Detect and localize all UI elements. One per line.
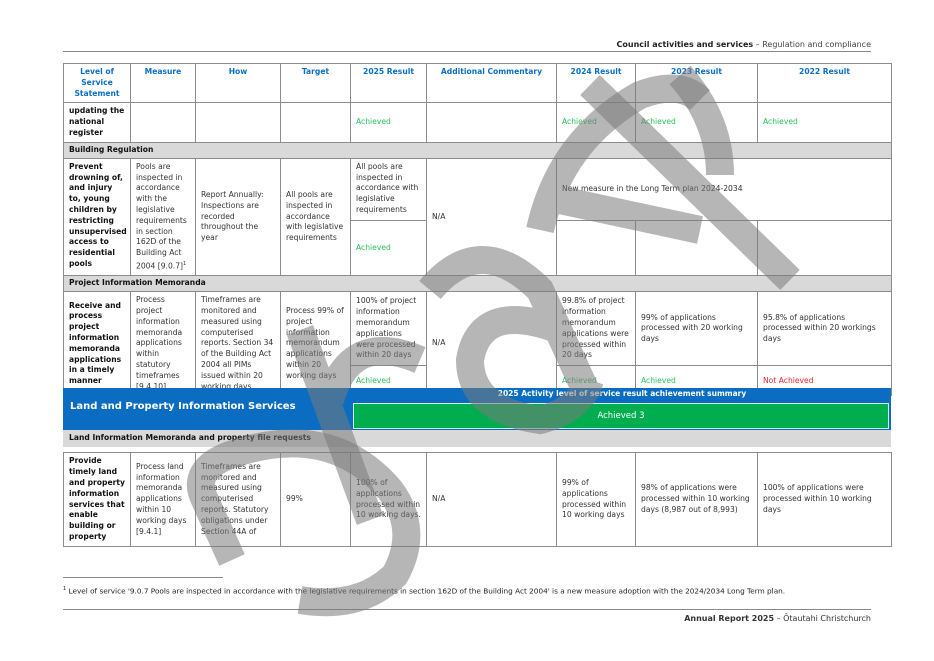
- table-row-lim: Provide timely land and property informa…: [63, 452, 892, 547]
- col-header-how: How: [195, 62, 281, 104]
- section-row-building-regulation: Building Regulation: [63, 141, 892, 159]
- col-header-target: Target: [280, 62, 351, 104]
- result-2023-status: [635, 219, 758, 277]
- page-footer-subtitle: Ōtautahi Christchurch: [783, 614, 871, 623]
- result-2024-status: Achieved: [556, 102, 636, 143]
- commentary-cell: N/A: [426, 157, 557, 277]
- page-header: Council activities and services – Regula…: [617, 40, 871, 49]
- measure-cell: Process land information memoranda appli…: [130, 452, 196, 547]
- result-2022-text: 100% of applications were processed with…: [757, 452, 892, 547]
- result-2025-text: 100% of applications processed within 10…: [350, 452, 427, 547]
- measure-cell: [130, 102, 196, 143]
- col-header-measure: Measure: [130, 62, 196, 104]
- commentary-cell: [426, 102, 557, 143]
- page-footer: Annual Report 2025 – Ōtautahi Christchur…: [684, 614, 871, 623]
- col-header-2022-result: 2022 Result: [757, 62, 892, 104]
- section-title: Land Information Memoranda and property …: [69, 433, 311, 442]
- how-cell: Timeframes are monitored and measured us…: [195, 452, 281, 547]
- footnote-text: Level of service '9.0.7 Pools are inspec…: [68, 586, 786, 596]
- statement-cell: Prevent drowning of, and injury to, youn…: [63, 157, 131, 277]
- result-2022-status: [757, 219, 892, 277]
- statement-cell: Provide timely land and property informa…: [63, 452, 131, 547]
- result-2025-status: Achieved: [350, 219, 427, 277]
- activity-summary-band: Land and Property Information Services 2…: [63, 388, 891, 430]
- section-row-pim: Project Information Memoranda: [63, 275, 892, 293]
- page-header-subtitle: Regulation and compliance: [762, 40, 871, 49]
- target-cell: 99%: [280, 452, 351, 547]
- summary-title: 2025 Activity level of service result ac…: [497, 389, 747, 398]
- header-divider: [63, 51, 871, 52]
- footer-divider: [63, 609, 871, 610]
- section-title: Building Regulation: [63, 141, 892, 159]
- col-header-2025-result: 2025 Result: [350, 62, 427, 104]
- table-header-row: Level of Service Statement Measure How T…: [63, 62, 892, 104]
- result-2023-text: 99% of applications processed with 20 wo…: [635, 291, 758, 367]
- prior-years-note: New measure in the Long Term plan 2024-2…: [556, 157, 892, 221]
- how-cell: Timeframes are monitored and measured us…: [195, 291, 281, 397]
- result-2025-text: 100% of project information memorandum a…: [350, 291, 427, 367]
- page-header-title: Council activities and services: [616, 40, 754, 49]
- col-header-2023-result: 2023 Result: [635, 62, 758, 104]
- footnote-divider: [63, 577, 223, 578]
- how-cell: [195, 102, 281, 143]
- result-2024-text: 99.8% of project information memorandum …: [556, 291, 636, 367]
- table-row-pools: Prevent drowning of, and injury to, youn…: [63, 157, 892, 277]
- result-2022-status: Achieved: [757, 102, 892, 143]
- table-row-continued: updating the national register Achieved …: [63, 102, 892, 143]
- page-footer-separator: –: [774, 614, 784, 623]
- col-header-2024-result: 2024 Result: [556, 62, 636, 104]
- col-header-statement: Level of Service Statement: [63, 62, 131, 104]
- footnote: 1 Level of service '9.0.7 Pools are insp…: [63, 586, 785, 595]
- how-cell: Report Annually: Inspections are recorde…: [195, 157, 281, 277]
- result-2023-status: Achieved: [635, 102, 758, 143]
- measure-cell: Pools are inspected in accordance with t…: [130, 157, 196, 277]
- summary-achieved-bar: Achieved 3: [353, 403, 889, 429]
- statement-cell: Receive and process project information …: [63, 291, 131, 397]
- activity-title: Land and Property Information Services: [70, 401, 296, 412]
- target-cell: [280, 102, 351, 143]
- measure-cell: Process project information memoranda ap…: [130, 291, 196, 397]
- result-2023-text: 98% of applications were processed withi…: [635, 452, 758, 547]
- footnote-marker: 1: [63, 586, 67, 592]
- measure-text: Pools are inspected in accordance with t…: [136, 161, 187, 271]
- result-2024-text: 99% of applications processed within 10 …: [556, 452, 636, 547]
- section-row-lim: Land Information Memoranda and property …: [63, 430, 891, 447]
- level-of-service-table: Level of Service Statement Measure How T…: [63, 62, 892, 547]
- result-2024-status: [556, 219, 636, 277]
- target-cell: Process 99% of project information memor…: [280, 291, 351, 397]
- commentary-cell: N/A: [426, 452, 557, 547]
- target-cell: All pools are inspected in accordance wi…: [280, 157, 351, 277]
- result-2022-text: 95.8% of applications processed within 2…: [757, 291, 892, 367]
- result-2025-text: All pools are inspected in accordance wi…: [350, 157, 427, 221]
- commentary-cell: N/A: [426, 291, 557, 397]
- page-footer-title: Annual Report 2025: [684, 614, 775, 623]
- statement-cell: updating the national register: [63, 102, 131, 143]
- page-header-separator: –: [753, 40, 763, 49]
- col-header-commentary: Additional Commentary: [426, 62, 557, 104]
- footnote-ref: 1: [183, 260, 187, 267]
- table-row-pim: Receive and process project information …: [63, 291, 892, 397]
- section-title: Project Information Memoranda: [63, 275, 892, 293]
- result-2025-status: Achieved: [350, 102, 427, 143]
